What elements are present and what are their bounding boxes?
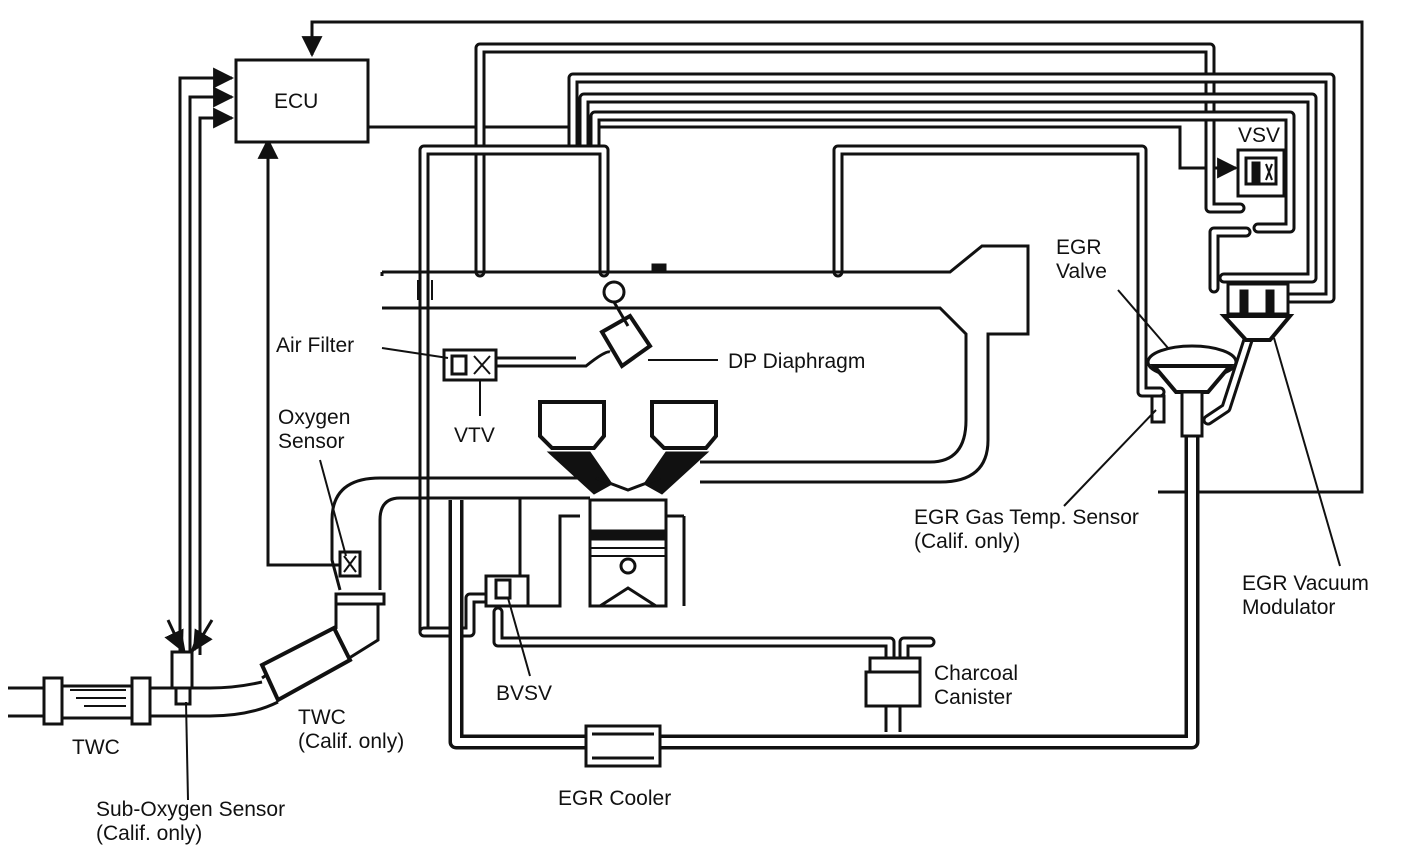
leader-lines bbox=[185, 289, 1341, 801]
egr-cooler-label: EGR Cooler bbox=[558, 787, 671, 810]
vacuum-hoses bbox=[418, 42, 1336, 664]
twc-rear-label: TWC(Calif. only) bbox=[298, 706, 404, 753]
vsv-component bbox=[1236, 148, 1286, 198]
egr-gas-temp-sensor-label: EGR Gas Temp. Sensor(Calif. only) bbox=[914, 506, 1139, 553]
egr-valve-component bbox=[1146, 344, 1238, 438]
intake-manifold bbox=[380, 244, 1030, 484]
dp-diaphragm-component bbox=[599, 280, 653, 369]
egr-cooler-component bbox=[584, 724, 662, 768]
vtv-component bbox=[442, 348, 611, 382]
exhaust-system bbox=[8, 476, 590, 726]
dp-diaphragm-label: DP Diaphragm bbox=[728, 350, 865, 373]
ecu-label: ECU bbox=[274, 90, 318, 113]
egr-gas-pipe bbox=[448, 420, 1200, 750]
bvsv-component bbox=[484, 574, 530, 608]
twc-front-label: TWC bbox=[72, 736, 120, 759]
ecu-box bbox=[234, 58, 370, 144]
vsv-label: VSV bbox=[1238, 124, 1280, 147]
bvsv-label: BVSV bbox=[496, 682, 552, 705]
vtv-label: VTV bbox=[454, 424, 495, 447]
sub-oxygen-sensor-label: Sub-Oxygen Sensor(Calif. only) bbox=[96, 798, 285, 845]
charcoal-canister-component bbox=[864, 656, 922, 732]
engine bbox=[518, 400, 718, 608]
air-filter-label: Air Filter bbox=[276, 334, 354, 357]
egr-vacuum-modulator-component bbox=[1219, 282, 1295, 342]
